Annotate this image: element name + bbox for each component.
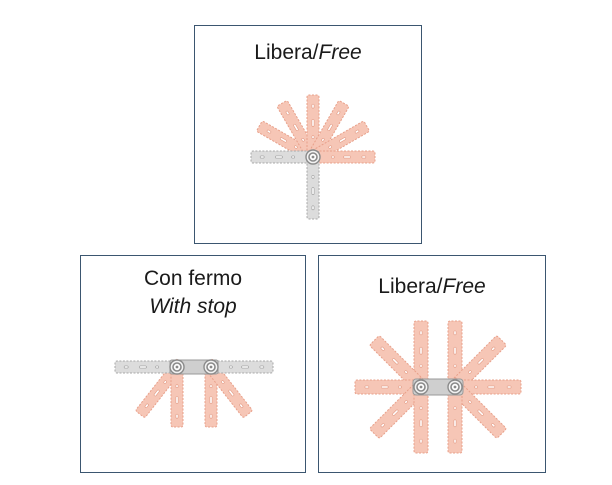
hinge-diagram-free-double — [354, 320, 522, 454]
hinge-pivot-icon — [413, 379, 429, 395]
panel-with-stop: Con fermo With stop — [80, 255, 306, 473]
hinge-pivot-icon — [169, 359, 185, 375]
panel-title-line2: With stop — [149, 295, 237, 318]
pivots — [413, 379, 463, 395]
grey-arms — [114, 359, 274, 375]
hinge-diagram-free-single — [250, 94, 376, 220]
hinge-pivot-icon — [447, 379, 463, 395]
title-italic: Free — [442, 275, 486, 298]
panel-title: Libera/Free — [195, 40, 421, 66]
hinge-pivot-icon — [305, 149, 321, 165]
panel-title-line1: Con fermo — [143, 267, 243, 290]
panel-free-double-pivot: Libera/Free — [318, 255, 546, 473]
pivots — [305, 149, 321, 165]
pivots — [169, 359, 219, 375]
title-italic: Free — [318, 41, 362, 64]
title-main: Libera/ — [378, 275, 443, 298]
title-main: Libera/ — [254, 41, 319, 64]
panel-free-single-pivot: Libera/Free — [194, 25, 422, 244]
hinge-diagram-with-stop — [114, 358, 274, 428]
hinge-pivot-icon — [203, 359, 219, 375]
grey-arms — [250, 150, 320, 220]
panel-title: Libera/Free — [319, 274, 545, 300]
